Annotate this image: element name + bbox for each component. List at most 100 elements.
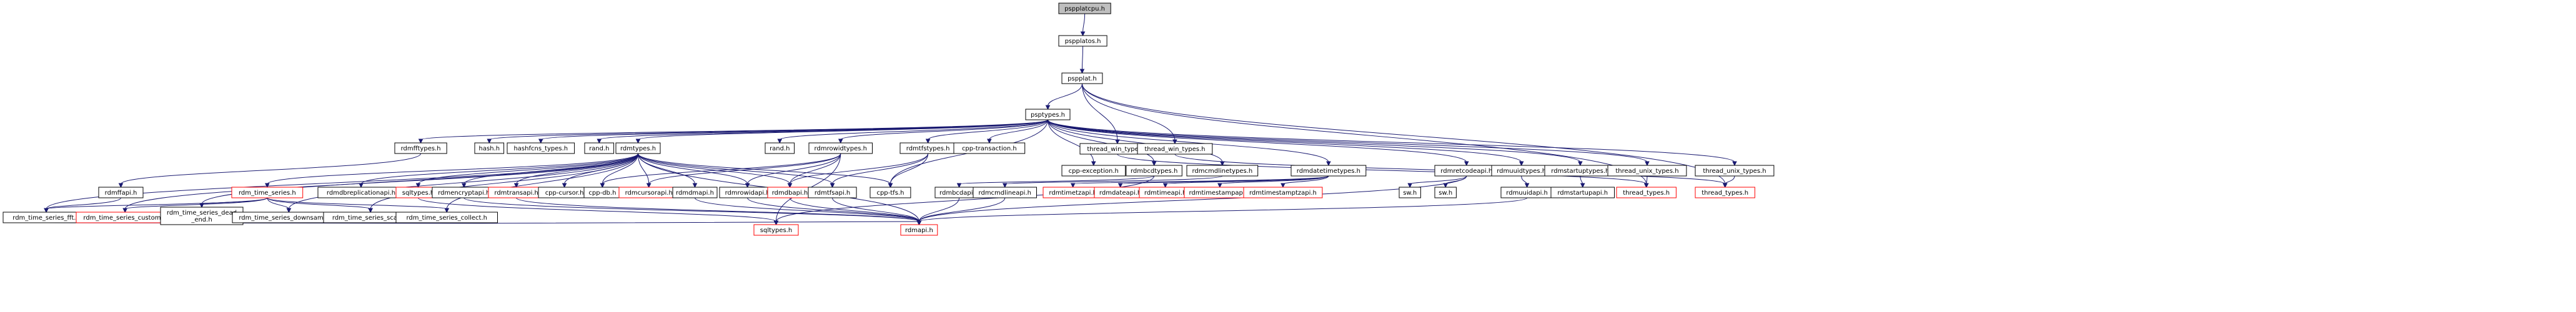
edge-psptypes-to-rdmtfstypes — [928, 119, 1048, 140]
node-rdmdateapi[interactable]: rdmdateapi.h — [1094, 187, 1147, 198]
node-thread_types_a[interactable]: thread_types.h — [1616, 187, 1677, 198]
arrowhead-cpp_exception — [1091, 161, 1096, 167]
edge-rdmrowidtypes-to-rdmcursorapi — [648, 153, 841, 185]
node-thread_win_types_b[interactable]: thread_win_types.h — [1137, 143, 1213, 155]
node-label: rdmbcdtypes.h — [1131, 168, 1177, 175]
edge-psptypes-to-rdmcmdlinetypes — [1048, 119, 1223, 163]
edge-rdmtypes-to-sqltypes_a — [418, 153, 638, 185]
edge-rdmtypes-to-rdmtfsapi — [638, 153, 833, 185]
node-rand_b[interactable]: rand.h — [765, 142, 795, 154]
node-rdmencryptapi[interactable]: rdmencryptapi.h — [432, 187, 496, 198]
edge-psptypes-to-cpp_transaction — [989, 119, 1048, 140]
node-rdmrowidapi[interactable]: rdmrowidapi.h — [719, 187, 776, 198]
node-thread_unix_types_a[interactable]: thread_unix_types.h — [1607, 165, 1687, 177]
node-hashfcns_types[interactable]: hashfcns_types.h — [507, 142, 575, 154]
node-box — [98, 187, 144, 198]
node-label: rdmdateapi.h — [1099, 190, 1141, 197]
node-rdmbcdtypes[interactable]: rdmbcdtypes.h — [1126, 165, 1182, 177]
node-label: rdm_time_series_dead — [167, 210, 237, 217]
node-cpp_cursor[interactable]: cpp-cursor.h — [538, 187, 591, 198]
node-label: rdmstartupapi.h — [1557, 190, 1608, 197]
node-thread_types_b[interactable]: thread_types.h — [1695, 187, 1755, 198]
node-label: rand.h — [589, 145, 609, 152]
node-box — [753, 224, 799, 236]
node-sw_b[interactable]: sw.h — [1434, 187, 1457, 198]
node-box — [672, 187, 718, 198]
edge-sqltypes_a-to-sqltypes_b — [418, 197, 776, 222]
node-rdm_time_series_collect[interactable]: rdm_time_series_collect.h — [395, 212, 498, 223]
node-rdmtimestamptzapi[interactable]: rdmtimestamptzapi.h — [1243, 187, 1323, 198]
arrowhead-hash — [487, 139, 492, 144]
node-pspplatcpu: pspplatcpu.h — [1058, 2, 1111, 14]
node-box — [1290, 165, 1367, 177]
node-sw_a[interactable]: sw.h — [1399, 187, 1421, 198]
arrowhead-rdmdbreplicationapi — [359, 183, 364, 188]
node-label: rand.h — [770, 145, 790, 152]
node-cpp_tfs[interactable]: cpp-tfs.h — [869, 187, 911, 198]
node-rdm_time_series_custom[interactable]: rdm_time_series_custom.h — [76, 212, 174, 223]
arrowhead-rdmrowidtypes — [838, 139, 843, 144]
edge-psptypes-to-rdmuuidtypes — [1048, 119, 1522, 163]
node-hash[interactable]: hash.h — [474, 142, 505, 154]
node-rdmfftypes[interactable]: rdmfftypes.h — [394, 142, 447, 154]
node-rdmrowidtypes[interactable]: rdmrowidtypes.h — [808, 142, 873, 154]
arrowhead-rdmdbapi — [787, 183, 793, 188]
node-psplatos[interactable]: pspplatos.h — [1058, 35, 1107, 47]
node-label: thread_win_types.h — [1144, 146, 1205, 153]
arrowhead-rdmffapi — [118, 183, 124, 188]
node-cpp_db[interactable]: cpp-db.h — [583, 187, 622, 198]
node-rdmtimetzapi[interactable]: rdmtimetzapi.h — [1043, 187, 1103, 198]
node-rdmdatetimetypes[interactable]: rdmdatetimetypes.h — [1290, 165, 1367, 177]
node-rdm_time_series[interactable]: rdm_time_series.h — [231, 187, 304, 198]
node-label: rdmtimestamptzapi.h — [1249, 190, 1317, 197]
node-rdmdbapi[interactable]: rdmdbapi.h — [767, 187, 813, 198]
node-psplat[interactable]: pspplat.h — [1061, 72, 1103, 84]
node-label: rdmtransapi.h — [494, 190, 538, 197]
node-thread_unix_types_b[interactable]: thread_unix_types.h — [1695, 165, 1775, 177]
node-cpp_exception[interactable]: cpp-exception.h — [1061, 165, 1126, 177]
node-rdmcmdlineapi[interactable]: rdmcmdlineapi.h — [973, 187, 1037, 198]
arrowhead-rdmstartuptypes — [1578, 161, 1583, 167]
node-rdm_time_series_dead_end[interactable]: rdm_time_series_dead_end.h — [160, 207, 244, 225]
node-label: cpp-cursor.h — [545, 190, 584, 197]
node-rdmtfsapi[interactable]: rdmtfsapi.h — [808, 187, 857, 198]
node-label: rdmbcdapi.h — [939, 190, 979, 197]
node-label: hash.h — [479, 145, 500, 152]
node-label: rdmcmdlinetypes.h — [1192, 168, 1252, 175]
node-label: rdmtimeapi.h — [1144, 190, 1186, 197]
node-rdmffapi[interactable]: rdmffapi.h — [98, 187, 144, 198]
edge-rdmencryptapi-to-rdmapi — [463, 197, 919, 222]
node-sqltypes_a[interactable]: sqltypes.h — [395, 187, 441, 198]
node-sqltypes_b[interactable]: sqltypes.h — [753, 224, 799, 236]
node-rdmtransapi[interactable]: rdmtransapi.h — [488, 187, 545, 198]
edge-rdm_time_series-to-rdm_time_series_collect — [267, 197, 447, 210]
node-rdmapi[interactable]: rdmapi.h — [900, 224, 938, 236]
edge-psplat-to-thread_types_b — [1081, 83, 1726, 185]
node-psptypes[interactable]: psptypes.h — [1025, 109, 1071, 120]
node-box — [1025, 109, 1071, 120]
node-rdmuuidapi[interactable]: rdmuuidapi.h — [1500, 187, 1553, 198]
arrowhead-rand_a — [597, 139, 602, 144]
arrowhead-rdmfftypes — [418, 139, 424, 144]
node-rdmdbreplicationapi[interactable]: rdmdbreplicationapi.h — [317, 187, 405, 198]
arrowhead-cpp_db — [600, 183, 605, 188]
node-rand_a[interactable]: rand.h — [584, 142, 615, 154]
edge-psptypes-to-rand_b — [779, 119, 1048, 140]
node-rdmcursorapi[interactable]: rdmcursorapi.h — [618, 187, 679, 198]
arrowhead-cpp_tfs — [888, 183, 893, 188]
node-rdmretcodeapi[interactable]: rdmretcodeapi.h — [1434, 165, 1499, 177]
node-rdmstartuptypes[interactable]: rdmstartuptypes.h — [1544, 165, 1617, 177]
node-rdmuuidtypes[interactable]: rdmuuidtypes.h — [1491, 165, 1552, 177]
node-label: _end.h — [191, 217, 212, 223]
node-rdmcmdlinetypes[interactable]: rdmcmdlinetypes.h — [1186, 165, 1259, 177]
node-rdmtimeapi[interactable]: rdmtimeapi.h — [1139, 187, 1192, 198]
edge-rdmdbapi-to-rdmapi — [790, 197, 919, 222]
node-rdmdmapi[interactable]: rdmdmapi.h — [672, 187, 718, 198]
node-box — [584, 142, 615, 154]
node-rdmtfstypes[interactable]: rdmtfstypes.h — [899, 142, 956, 154]
node-label: rdm_time_series.h — [239, 190, 296, 197]
node-cpp_transaction[interactable]: cpp-transaction.h — [953, 142, 1026, 154]
node-rdmstartupapi[interactable]: rdmstartupapi.h — [1550, 187, 1615, 198]
node-rdmtypes[interactable]: rdmtypes.h — [615, 142, 661, 154]
node-box — [808, 142, 873, 154]
